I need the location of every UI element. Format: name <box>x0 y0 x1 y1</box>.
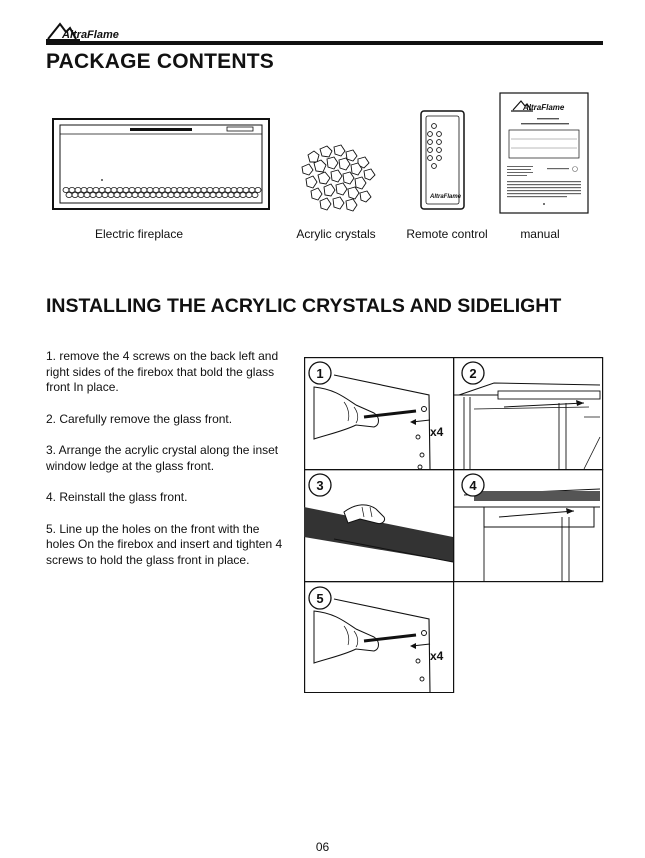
page-number: 06 <box>315 840 330 854</box>
figure-panel-1 <box>313 374 431 470</box>
brand-logo: AltraFlame <box>46 18 166 42</box>
page-title: PACKAGE CONTENTS <box>46 50 274 73</box>
step-text: 5. Line up the holes on the front with t… <box>46 521 283 567</box>
fireplace-illustration <box>52 118 270 210</box>
section-title: INSTALLING THE ACRYLIC CRYSTALS AND SIDE… <box>46 295 562 317</box>
package-item-label: Acrylic crystals <box>296 227 376 241</box>
screw-count-label: x4 <box>430 649 444 663</box>
manual-illustration: AltraFlame <box>499 92 589 214</box>
logo-text: AltraFlame <box>61 29 119 41</box>
header-rule <box>46 41 603 45</box>
figure-panel-3 <box>304 504 454 563</box>
crystals-illustration <box>298 143 378 215</box>
figure-panel-4 <box>454 488 601 581</box>
step-text: 2. Carefully remove the glass front. <box>46 411 233 426</box>
remote-illustration: AltraFlame <box>420 110 465 210</box>
step-text: 1. remove the 4 screws on the back left … <box>46 349 279 394</box>
installation-figures: 1 2 3 4 5 x4 x4 <box>304 357 604 693</box>
figure-panel-5 <box>313 598 431 693</box>
step-text: 3. Arrange the acrylic crystal along the… <box>46 443 279 473</box>
instruction-steps: 1. remove the 4 screws on the back left … <box>46 349 286 584</box>
step-text: 4. Reinstall the glass front. <box>46 490 188 504</box>
figure-number: 2 <box>469 366 476 381</box>
figure-number: 5 <box>316 591 323 606</box>
package-item-label: Electric fireplace <box>94 227 184 241</box>
package-item-label: Remote control <box>406 227 488 241</box>
figure-number: 4 <box>469 478 477 493</box>
figure-panel-2 <box>454 382 601 470</box>
screw-count-label: x4 <box>430 425 444 439</box>
figure-number: 1 <box>316 366 323 381</box>
figure-number: 3 <box>316 478 323 493</box>
package-item-label: manual <box>520 227 560 241</box>
svg-text:AltraFlame: AltraFlame <box>429 194 462 200</box>
svg-text:AltraFlame: AltraFlame <box>522 103 565 112</box>
